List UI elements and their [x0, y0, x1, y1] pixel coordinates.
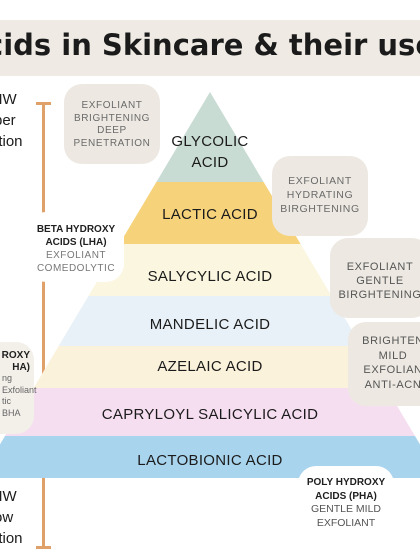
layer-label-azelaic: AZELAIC ACID: [157, 358, 263, 375]
bubble-lha: BETA HYDROXY ACIDS (LHA) EXFOLIANT COMED…: [28, 212, 124, 282]
side-label-bottom: MW ow ation: [0, 488, 23, 547]
pyramid-layer-mandelic: [58, 296, 362, 346]
molecular-weight-axis: [42, 102, 45, 548]
layer-label-lactobionic: LACTOBIONIC ACID: [137, 452, 283, 469]
bubble-salycylic: EXFOLIANT GENTLE BIRGHTENING: [330, 238, 420, 318]
title-banner: [0, 20, 420, 76]
page-title: cids in Skincare & their use: [0, 28, 420, 62]
pyramid-layer-salycylic: [88, 244, 332, 296]
axis-top-tick: [36, 102, 51, 105]
layer-label-mandelic: MANDELIC ACID: [149, 316, 271, 333]
layer-label-capryloyl: CAPRYLOYL SALICYLIC ACID: [101, 406, 319, 423]
layer-label-lactic: LACTIC ACID: [162, 206, 258, 223]
side-label-top: MW ber ation: [0, 91, 23, 150]
bubble-azelaic: BRIGHTEN MILD EXFOLIAN ANTI-ACN: [348, 322, 420, 406]
bubble-left-bha: ROXY HA) ng Exfoliant tic BHA: [0, 342, 37, 434]
bubble-lactic: EXFOLIANT HYDRATING BIRGHTENING: [272, 156, 368, 236]
bubble-glycolic: EXFOLIANT BRIGHTENING DEEP PENETRATION: [64, 84, 160, 164]
layer-label-glycolic: GLYCOLIC ACID: [171, 133, 249, 171]
axis-bottom-tick: [36, 546, 51, 549]
layer-label-salycylic: SALYCYLIC ACID: [147, 268, 273, 285]
pyramid-layer-azelaic: [33, 346, 387, 388]
pyramid-layer-lactic: [119, 182, 301, 244]
bubble-pha: POLY HYDROXY ACIDS (PHA) GENTLE MILD EXF…: [298, 466, 394, 536]
pyramid-layer-glycolic: [156, 92, 264, 182]
pyramid-layer-capryloyl: [5, 388, 415, 436]
